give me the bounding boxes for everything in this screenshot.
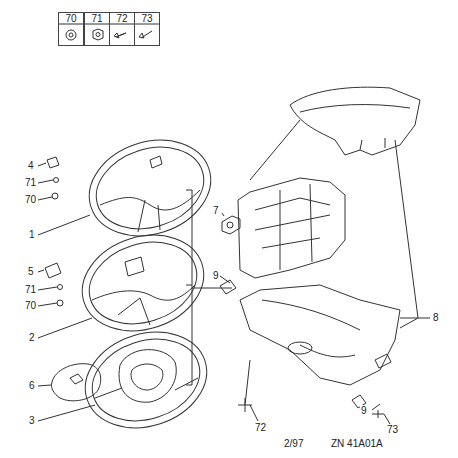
callout-number: 6 — [28, 380, 36, 391]
callout-number: 1 — [28, 229, 36, 240]
hardware-cell: 70 — [58, 12, 84, 46]
callout-number: 9 — [212, 270, 220, 281]
callout-number: 73 — [135, 13, 159, 25]
callout-number: 8 — [432, 312, 440, 323]
callout-number: 72 — [254, 422, 267, 433]
callout-number: 9 — [360, 405, 368, 416]
hardware-cell: 72 — [109, 12, 135, 46]
callout-number: 70 — [59, 13, 83, 25]
callout-number: 70 — [24, 194, 37, 205]
callout-number: 71 — [85, 13, 109, 25]
hardware-cell: 71 — [84, 12, 110, 46]
callout-number: 70 — [24, 300, 37, 311]
callout-number: 3 — [28, 415, 36, 426]
callout-number: 2 — [28, 332, 36, 343]
hardware-cell: 73 — [134, 12, 160, 46]
callout-number: 7 — [212, 205, 220, 216]
callout-number: 5 — [27, 266, 35, 277]
callout-number: 72 — [110, 13, 134, 25]
callout-number: 71 — [24, 284, 37, 295]
callout-number: 73 — [386, 424, 399, 435]
callout-number: 4 — [27, 160, 35, 171]
drawing-reference: ZN 41A01A — [330, 438, 384, 449]
drawing-reference: 2/97 — [283, 438, 304, 449]
callout-number: 71 — [24, 177, 37, 188]
